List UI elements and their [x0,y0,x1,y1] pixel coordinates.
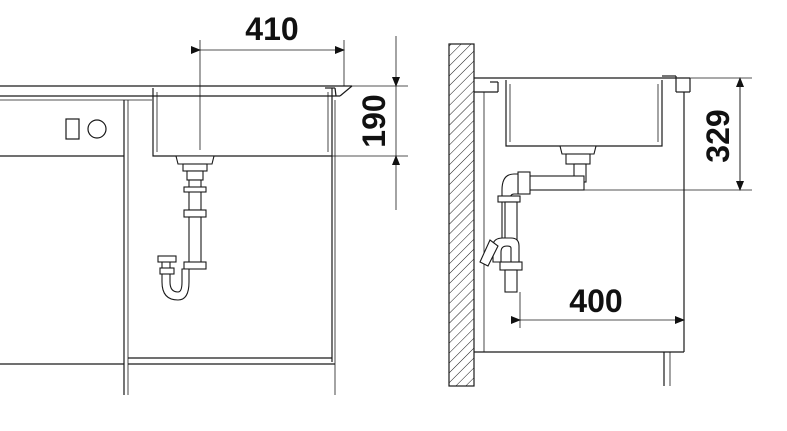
control-knob-icon [87,119,107,139]
front-view: 410 190 [0,11,408,395]
drain-trap [157,155,215,301]
side-sink-bowl [505,80,663,147]
side-view: 329 400 [448,43,752,387]
dimension-label-depth-right: 329 [700,109,736,162]
dimension-label-width: 410 [245,11,298,47]
sink-cabinet [128,100,336,395]
dimension-depth-right: 329 [584,77,752,191]
sink-bowl [152,87,337,157]
countertop [0,85,353,101]
dimension-offset: 400 [511,283,685,328]
control-button-icon [65,118,80,140]
side-cabinet [474,92,685,386]
dimension-width: 410 [191,11,345,150]
dimension-label-offset: 400 [569,283,622,319]
dimension-label-depth-left: 190 [356,94,392,147]
side-countertop [474,75,691,93]
wall [448,43,475,387]
dishwasher-panel [0,100,129,395]
dimension-depth-left: 190 [332,36,408,210]
side-drain-trap [479,145,597,293]
